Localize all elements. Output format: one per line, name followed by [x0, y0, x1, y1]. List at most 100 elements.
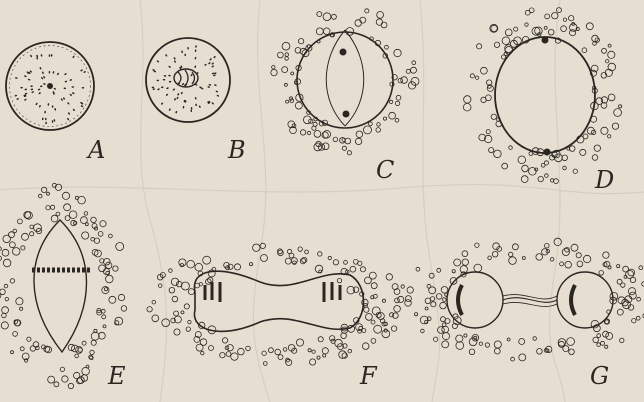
cytoplasm-vesicle: [519, 354, 526, 361]
cytoplasm-vesicle: [69, 211, 77, 219]
label-a: A: [88, 138, 105, 162]
cytoplasm-vesicle: [10, 242, 16, 248]
granule: [156, 60, 159, 63]
granule: [208, 62, 211, 65]
cytoplasm-vesicle: [209, 346, 214, 351]
granule: [190, 74, 193, 77]
granule: [184, 54, 186, 57]
cytoplasm-vesicle: [389, 100, 392, 103]
cytoplasm-vesicle: [394, 289, 400, 295]
cell-f-anaphase: [194, 271, 363, 331]
granule: [82, 87, 85, 89]
granule: [181, 83, 184, 86]
cytoplasm-vesicle: [567, 338, 575, 346]
cytoplasm-vesicle: [486, 95, 492, 101]
granule: [215, 90, 218, 92]
cytoplasm-vesicle: [290, 99, 294, 103]
cytoplasm-vesicle: [452, 270, 455, 273]
cytoplasm-vesicle: [420, 316, 428, 324]
granule: [157, 88, 160, 90]
cytoplasm-vesicle: [195, 263, 203, 271]
cytoplasm-vesicle: [345, 138, 351, 144]
granule: [175, 111, 177, 114]
cytoplasm-vesicle: [246, 346, 251, 351]
cytoplasm-vesicle: [382, 299, 385, 302]
cytoplasm-vesicle: [261, 255, 268, 262]
granule: [177, 93, 180, 96]
cytoplasm-vesicle: [522, 257, 525, 260]
cytoplasm-vesicle: [222, 338, 227, 343]
cytoplasm-vesicle: [491, 114, 496, 119]
granule: [163, 79, 166, 81]
cytoplasm-vesicle: [469, 349, 475, 355]
cytoplasm-vesicle: [184, 304, 189, 309]
cytoplasm-vesicle: [599, 271, 604, 276]
granule: [52, 120, 54, 123]
cytoplasm-vesicle: [582, 48, 587, 53]
cytoplasm-vesicle: [492, 251, 498, 257]
cytoplasm-vesicle: [431, 302, 436, 307]
granule: [168, 65, 171, 68]
cytoplasm-vesicle: [442, 333, 449, 340]
cytoplasm-vesicle: [121, 306, 127, 312]
cytoplasm-vesicle: [509, 257, 517, 265]
granule: [38, 88, 41, 90]
cytoplasm-vesicle: [545, 243, 550, 248]
cytoplasm-vesicle: [405, 296, 411, 302]
granule: [213, 74, 216, 76]
granule: [38, 92, 41, 95]
granule: [161, 102, 164, 105]
granule: [211, 65, 214, 68]
cytoplasm-vesicle: [383, 117, 386, 120]
granule: [53, 87, 56, 90]
cytoplasm-vesicle: [295, 48, 301, 54]
cytoplasm-vesicle: [317, 356, 320, 359]
cytoplasm-vesicle: [464, 96, 471, 103]
cytoplasm-vesicle: [544, 161, 548, 165]
granule: [39, 105, 42, 108]
cytoplasm-vesicle: [220, 353, 225, 358]
cytoplasm-vesicle: [348, 349, 352, 353]
granule: [190, 109, 192, 112]
cytoplasm-vesicle: [602, 48, 607, 53]
cytoplasm-vesicle: [323, 354, 326, 357]
cytoplasm-vesicle: [563, 18, 566, 21]
cytoplasm-vesicle: [617, 265, 620, 268]
cytoplasm-vesicle: [318, 252, 322, 256]
cytoplasm-vesicle: [82, 341, 86, 345]
cytoplasm-vesicle: [285, 53, 289, 57]
granule: [62, 97, 65, 100]
cytoplasm-vesicle: [394, 306, 401, 313]
cytoplasm-vesicle: [101, 309, 105, 313]
cytoplasm-vesicle: [38, 194, 42, 198]
cytoplasm-vesicle: [289, 253, 294, 258]
cytoplasm-vesicle: [322, 348, 328, 354]
granule: [52, 71, 54, 74]
cytoplasm-vesicle: [407, 287, 413, 293]
granule: [176, 96, 179, 99]
cytoplasm-vesicle: [623, 266, 629, 272]
cytoplasm-vesicle: [284, 83, 287, 86]
cytoplasm-vesicle: [529, 8, 534, 13]
cytoplasm-vesicle: [231, 353, 238, 360]
cytoplasm-vesicle: [371, 339, 376, 344]
granule: [53, 119, 55, 122]
cytoplasm-vesicle: [181, 282, 189, 290]
cytoplasm-vesicle: [16, 298, 23, 305]
cytoplasm-vesicle: [474, 264, 482, 272]
granule: [43, 83, 46, 85]
granule: [168, 75, 171, 77]
cytoplasm-vesicle: [382, 330, 390, 338]
cytoplasm-vesicle: [491, 25, 497, 31]
cytoplasm-vesicle: [82, 232, 89, 239]
granule: [194, 65, 197, 68]
cytoplasm-vesicle: [3, 259, 11, 267]
cytoplasm-vesicle: [109, 296, 116, 303]
cytoplasm-vesicle: [518, 156, 526, 164]
granule: [183, 106, 185, 109]
cytoplasm-vesicle: [263, 362, 267, 366]
cytoplasm-vesicle: [68, 383, 73, 388]
cytoplasm-vesicle: [174, 329, 180, 335]
cytoplasm-vesicle: [525, 23, 528, 26]
